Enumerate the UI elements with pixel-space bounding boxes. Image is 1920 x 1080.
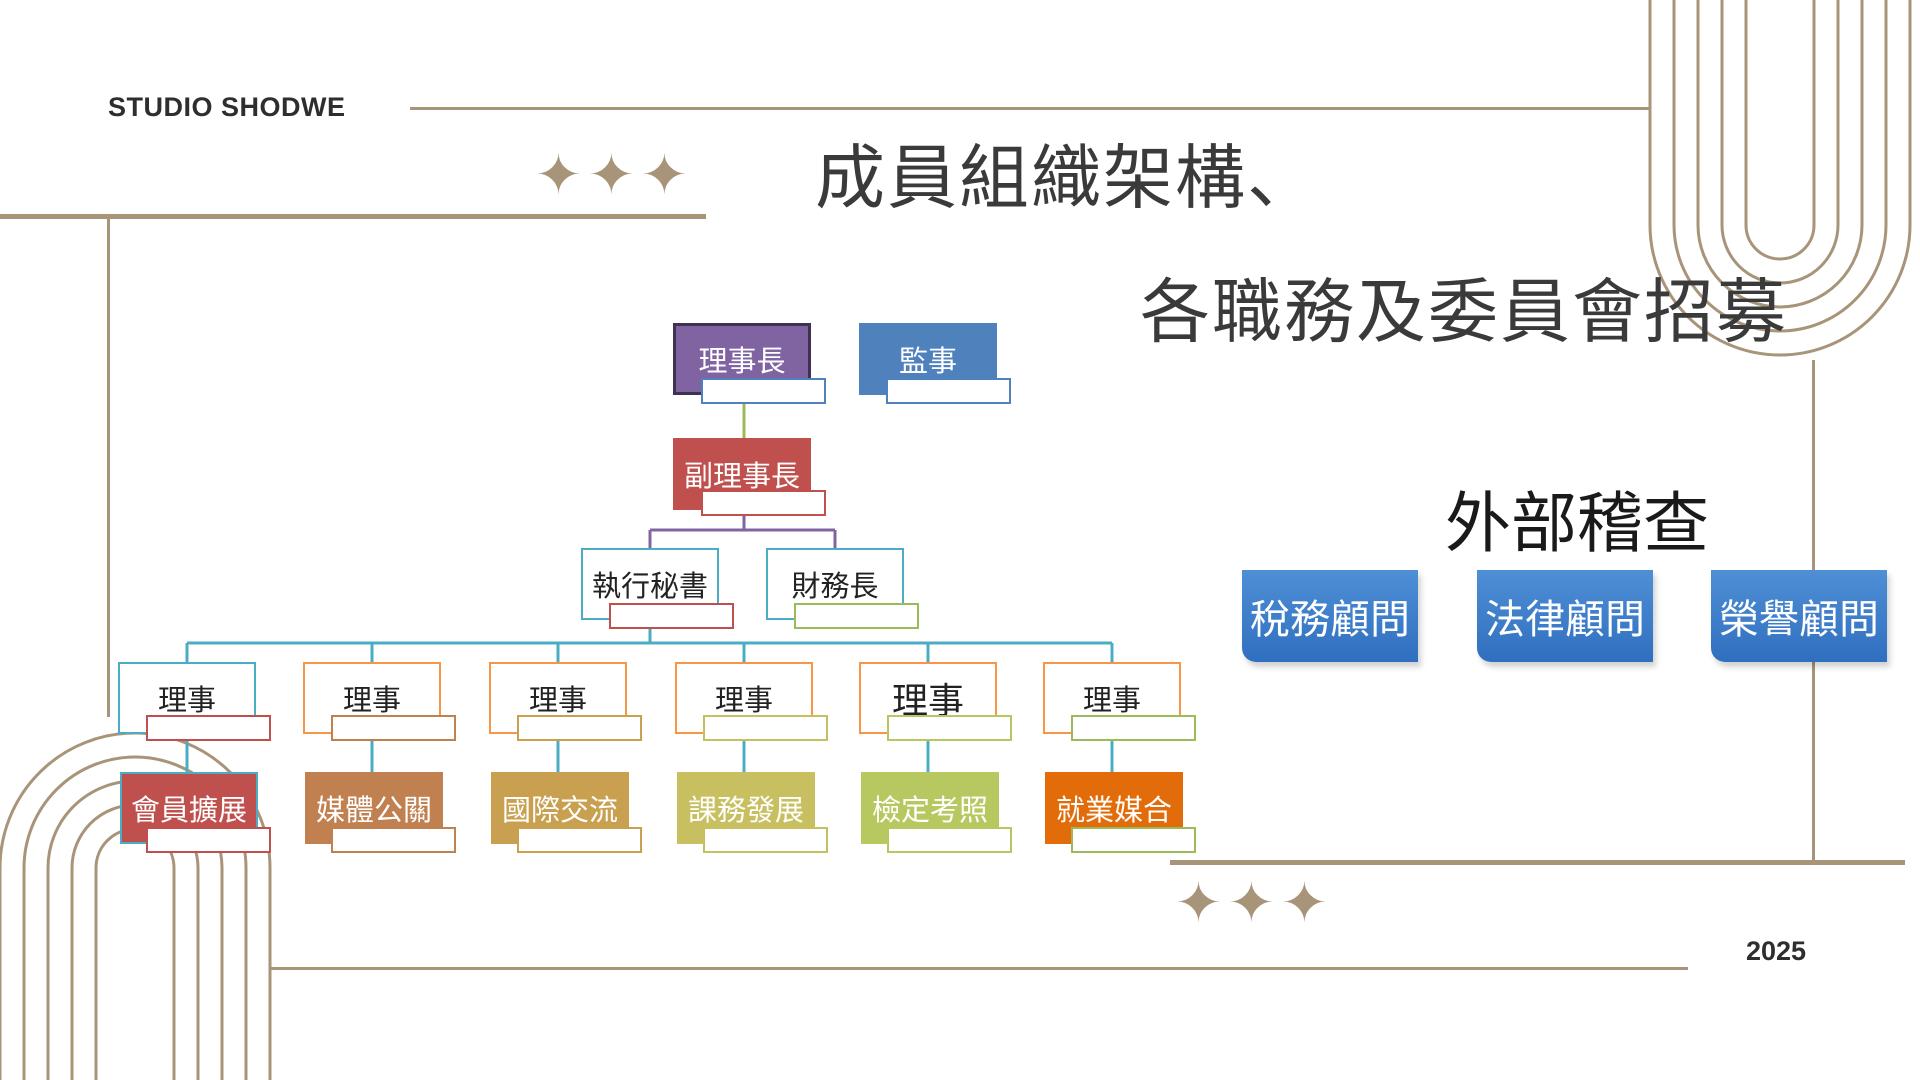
legal-advisor-node: 法律顧問	[1477, 570, 1653, 662]
brand-name: STUDIO SHODWE	[108, 92, 346, 122]
committee-node-3: 國際交流	[491, 772, 629, 844]
committee-tag-5	[887, 827, 1012, 853]
director-tag-2	[331, 715, 456, 741]
director-tag-1	[146, 715, 271, 741]
left-frame-line	[107, 217, 110, 717]
honorary-advisor-node: 榮譽顧問	[1711, 570, 1887, 662]
stars-decoration-bottom: ✦✦✦	[1175, 871, 1334, 936]
supervisor-tag	[886, 378, 1011, 404]
bottom-divider-line	[270, 967, 1688, 970]
tax-advisor-node: 稅務顧問	[1242, 570, 1418, 662]
chair-tag	[701, 378, 826, 404]
top-right-arches-decoration	[1648, 0, 1912, 357]
committee-tag-2	[331, 827, 456, 853]
director-tag-4	[703, 715, 828, 741]
upper-left-divider-line	[0, 214, 706, 219]
page-title-line-2: 各職務及委員會招募	[1140, 271, 1788, 353]
vice-chair-tag	[701, 490, 826, 516]
committee-tag-3	[517, 827, 642, 853]
director-tag-6	[1071, 715, 1196, 741]
committee-tag-6	[1071, 827, 1196, 853]
committee-tag-4	[703, 827, 828, 853]
treasurer-tag	[794, 603, 919, 629]
page-title-line-1: 成員組織架構、	[815, 137, 1319, 219]
year-label: 2025	[1746, 936, 1807, 966]
director-tag-5	[887, 715, 1012, 741]
committee-tag-1	[146, 827, 271, 853]
external-audit-title: 外部稽查	[1445, 485, 1709, 562]
top-divider-line	[410, 107, 1650, 110]
director-tag-3	[517, 715, 642, 741]
secretary-tag	[609, 603, 734, 629]
lower-right-divider-line	[1170, 860, 1905, 865]
stars-decoration-top: ✦✦✦	[535, 143, 694, 208]
